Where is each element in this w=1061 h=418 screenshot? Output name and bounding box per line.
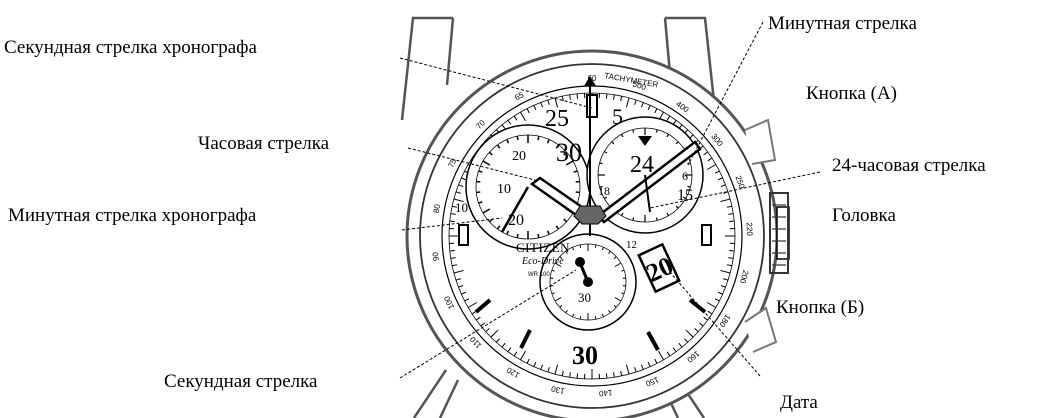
chrono-label-20: 20 <box>512 149 526 164</box>
tick-mark <box>633 130 634 133</box>
tick-mark <box>450 221 455 222</box>
tick-mark <box>517 234 518 238</box>
tick-mark <box>577 94 578 99</box>
tick-mark <box>517 136 518 140</box>
tick-mark <box>538 234 539 238</box>
tachymeter-number: 140 <box>598 388 613 398</box>
tick-mark <box>606 373 607 378</box>
label-chrono-minute-hand: Минутная стрелка хронографа <box>8 206 256 225</box>
label-button-b: Кнопка (Б) <box>776 298 864 317</box>
label-minute-hand: Минутная стрелка <box>768 14 917 33</box>
seconds-label-30: 30 <box>578 290 591 305</box>
sub24-label-18: 18 <box>598 184 610 198</box>
tick-mark <box>633 218 634 221</box>
tick-mark <box>656 218 657 221</box>
tick-mark <box>688 163 691 164</box>
marker-30-bottom: 30 <box>572 341 598 370</box>
tick-mark <box>600 163 603 164</box>
label-date: Дата <box>780 393 818 412</box>
tick-mark <box>656 130 657 133</box>
tick-mark <box>538 136 539 140</box>
marker-10: 10 <box>455 200 468 215</box>
tick-mark <box>580 316 581 319</box>
marker-30: 30 <box>556 138 582 167</box>
tick-mark <box>729 221 734 222</box>
tick-mark <box>729 250 734 251</box>
center-pinion <box>574 206 606 224</box>
tick-mark <box>577 373 578 378</box>
marker-5: 5 <box>612 104 623 129</box>
chrono-label-10: 10 <box>497 182 511 197</box>
tachymeter-number: 90 <box>431 251 441 262</box>
tick-mark <box>450 250 455 251</box>
tick-mark <box>595 316 596 319</box>
label-crown: Головка <box>832 206 896 225</box>
model-name: Eco-Drive <box>521 256 564 267</box>
label-chrono-second-hand: Секундная стрелка хронографа <box>4 38 257 57</box>
label-button-a: Кнопка (А) <box>806 84 897 103</box>
label-hour-hand: Часовая стрелка <box>198 134 329 153</box>
marker-25: 25 <box>545 106 569 132</box>
sub24-label-12: 12 <box>626 239 637 251</box>
sub24-label-24: 24 <box>630 152 654 178</box>
tachymeter-number: 220 <box>745 222 755 236</box>
water-resist: WR 100 <box>528 272 550 278</box>
tick-mark <box>580 245 581 248</box>
label-second-hand: Секундная стрелка <box>164 372 317 391</box>
brand-logo: CITIZEN <box>516 240 570 255</box>
label-24h-hand: 24-часовая стрелка <box>832 156 986 175</box>
marker-15: 15 <box>677 187 693 204</box>
sub24-label-6: 6 <box>682 169 688 183</box>
tick-mark <box>595 245 596 248</box>
marker-20: 20 <box>508 212 524 229</box>
tick-mark <box>606 94 607 99</box>
